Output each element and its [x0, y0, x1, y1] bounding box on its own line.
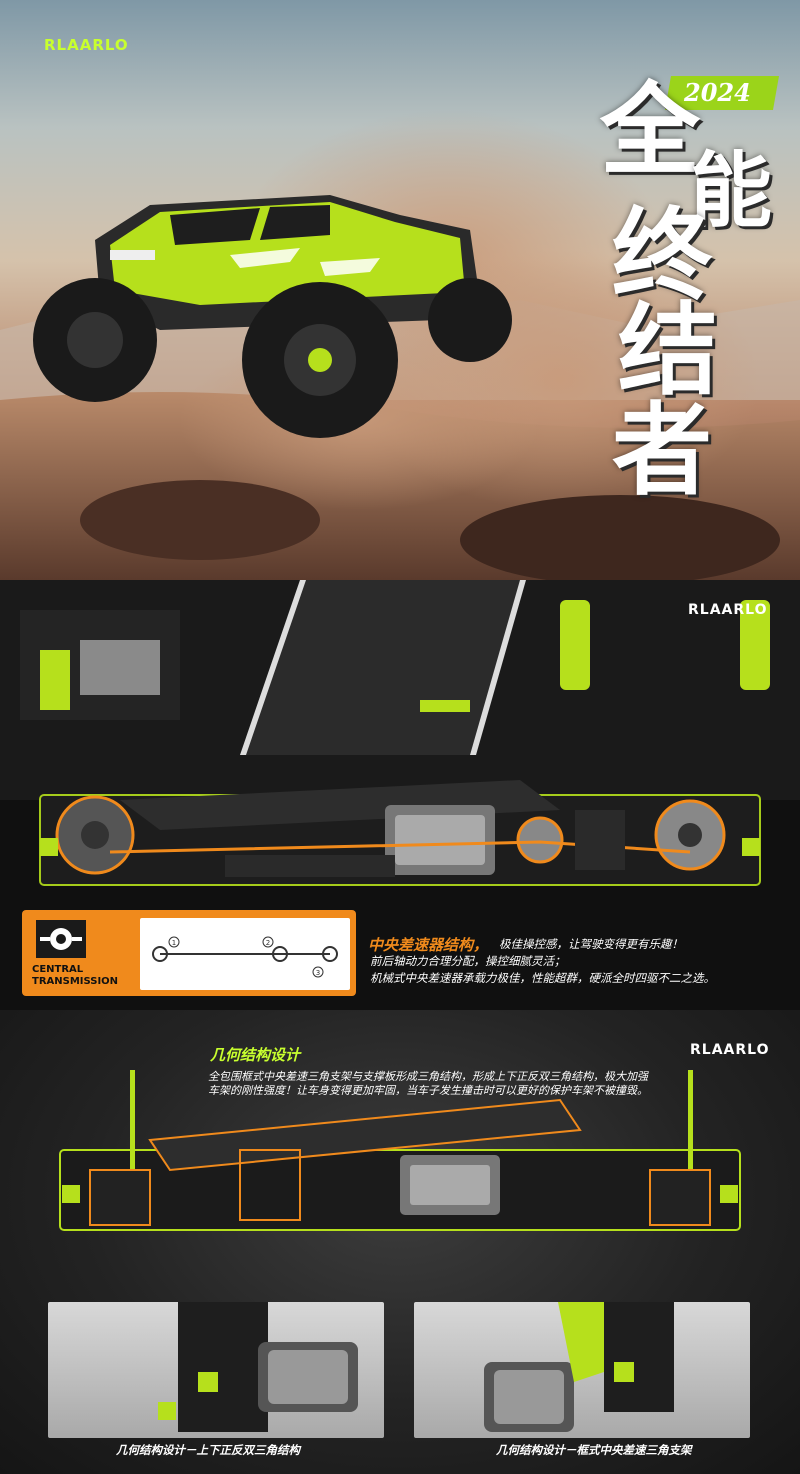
transmission-line-3: 机械式中央差速器承载力极佳，性能超群，硬派全时四驱不二之选。 — [370, 973, 715, 985]
central-transmission-label: CENTRAL TRANSMISSION — [32, 964, 119, 987]
geometry-chassis-illustration — [59, 1070, 741, 1231]
differential-icon — [36, 920, 86, 958]
truck-illustration — [33, 195, 512, 438]
center-diff-bracket-illustration — [484, 1282, 674, 1432]
year-badge: 2024 — [684, 78, 751, 107]
geometry-caption-2: 几何结构设计－框式中央差速三角支架 — [496, 1445, 692, 1457]
hero-title-char-2: 能 — [690, 143, 773, 239]
hero-title-char-5: 者 — [612, 391, 712, 509]
diagram-marker-2: 2 — [266, 939, 270, 947]
brand-logo: RLAARLO — [690, 1042, 770, 1058]
geometry-description: 全包围框式中央差速三角支架与支撑板形成三角结构，形成上下正反双三角结构，极大加强… — [208, 1071, 648, 1097]
hero-title-char-3: 终 — [612, 196, 712, 314]
transmission-heading: 中央差速器结构， — [368, 937, 489, 954]
drivetrain-diagram: 1 2 3 — [140, 918, 350, 990]
hero-illustration — [0, 110, 800, 580]
brand-logo: RLAARLO — [688, 602, 768, 618]
motor-assembly-illustration — [158, 1262, 358, 1432]
geometry-section: RLAARLO 几何结构设计 全包围框式中央差速三角支架与支撑板形成三角结构，形… — [0, 1010, 800, 1474]
brand-logo: RLAARLO — [44, 36, 129, 54]
transmission-line-1: 极佳操控感，让驾驶变得更有乐趣！ — [499, 939, 683, 951]
transmission-line-2: 前后轴动力合理分配，操控细腻灵活； — [370, 956, 566, 968]
geometry-heading: 几何结构设计 — [210, 1047, 301, 1064]
chassis-illustration — [0, 580, 800, 886]
hero-title-char-1: 全 — [600, 71, 700, 189]
hero-banner: RLAARLO 2024 全 能 终 结 者 — [0, 0, 800, 580]
geometry-detail-image-2 — [414, 1282, 750, 1438]
diagram-marker-3: 3 — [316, 969, 320, 977]
diagram-marker-1: 1 — [172, 939, 176, 947]
central-transmission-section: RLAARLO CENTRAL TRANSMISSION 1 2 3 中央差速器… — [0, 580, 800, 1010]
geometry-detail-image-1 — [48, 1262, 384, 1438]
geometry-caption-1: 几何结构设计－上下正反双三角结构 — [116, 1445, 300, 1457]
hero-title-char-4: 结 — [618, 291, 718, 409]
